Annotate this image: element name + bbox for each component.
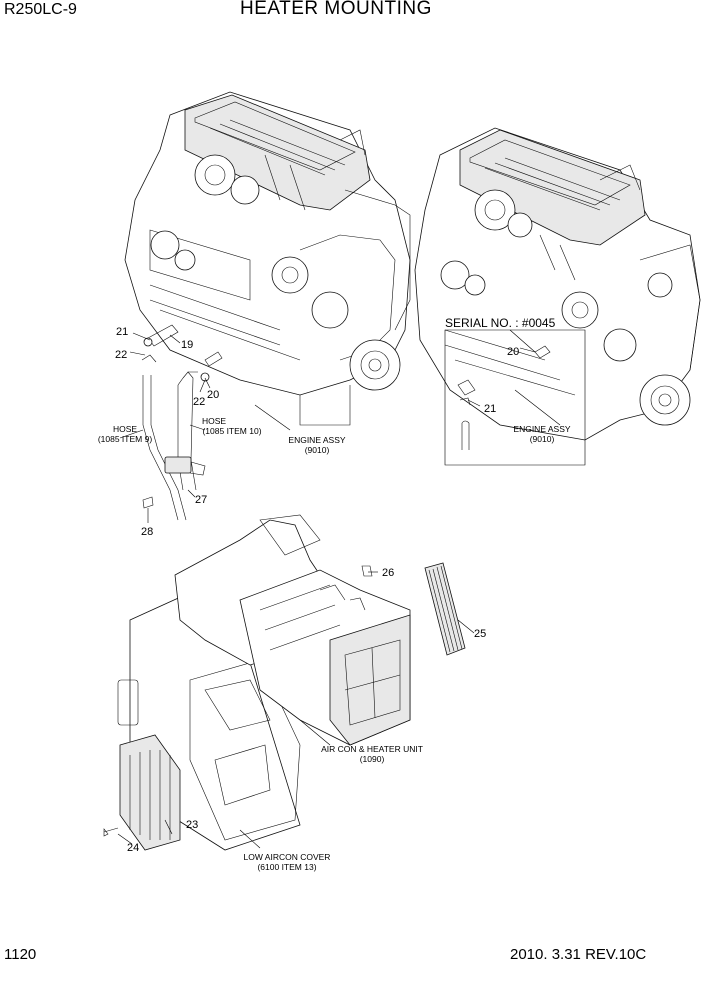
aircon-heater-unit-label: AIR CON & HEATER UNIT	[321, 744, 423, 754]
hose-ref-2: (1085 ITEM 10)	[202, 426, 261, 436]
engine-assy-ref-1: (9010)	[305, 445, 330, 455]
low-aircon-cover-ref: (6100 ITEM 13)	[257, 862, 316, 872]
callout-25: 25	[474, 628, 486, 640]
engine-assy-ref-2: (9010)	[530, 434, 555, 444]
model-label: R250LC-9	[4, 1, 77, 18]
hose-label-2: HOSE	[202, 416, 226, 426]
filter-25-drawing	[424, 562, 466, 656]
screw-24-drawing	[103, 827, 119, 837]
callout-20: 20	[207, 389, 219, 401]
callout-21: 21	[116, 326, 128, 338]
serial-number-label: SERIAL NO. : #0045	[445, 316, 556, 330]
engine-assy-label-2: ENGINE ASSY	[513, 424, 570, 434]
hose-ref-1: (1085 ITEM 9)	[98, 434, 152, 444]
callout-21: 21	[484, 403, 496, 415]
callout-22: 22	[193, 396, 205, 408]
page-number: 1120	[4, 946, 37, 963]
low-aircon-cover-label: LOW AIRCON COVER	[244, 852, 331, 862]
callout-19: 19	[181, 339, 193, 351]
aircon-heater-unit-ref: (1090)	[360, 754, 385, 764]
hose-left-drawing	[141, 324, 223, 521]
callout-26: 26	[382, 567, 394, 579]
engine-left-drawing	[124, 91, 411, 426]
callout-20: 20	[507, 346, 519, 358]
callout-28: 28	[141, 526, 153, 538]
hose-label-1: HOSE	[113, 424, 137, 434]
engine-right-drawing	[414, 127, 701, 441]
callout-24: 24	[127, 842, 139, 854]
callout-27: 27	[195, 494, 207, 506]
revision-date: 2010. 3.31 REV.10C	[510, 946, 647, 963]
callout-22: 22	[115, 349, 127, 361]
aircon-heater-unit-drawing	[117, 514, 411, 851]
engine-assy-label-1: ENGINE ASSY	[288, 435, 345, 445]
page-title: HEATER MOUNTING	[240, 0, 432, 19]
fittings-right-drawing	[457, 345, 551, 450]
leader-lines	[117, 329, 561, 849]
serial-frame	[444, 329, 586, 466]
callout-23: 23	[186, 819, 198, 831]
